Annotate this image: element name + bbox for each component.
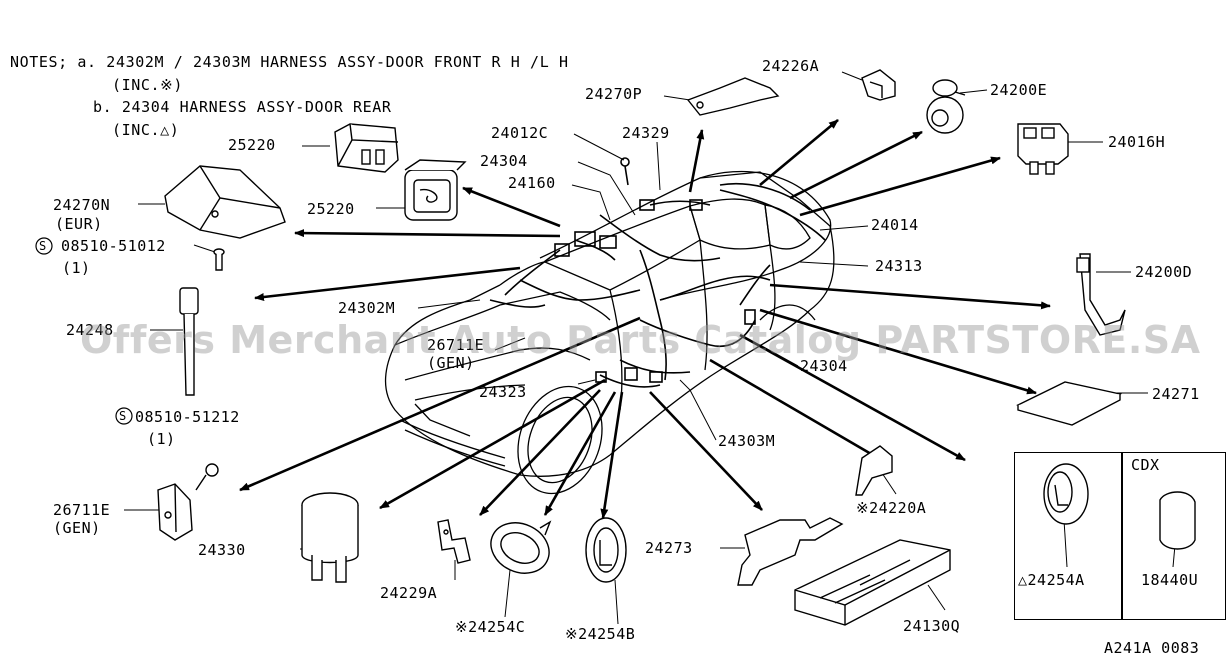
label-24012C: 24012C [491,124,549,142]
figure-code: A241A 0083 [1104,639,1200,657]
label-24313: 24313 [875,257,923,275]
pointer-arrows [239,119,1051,519]
note-line-a: NOTES; a. 24302M / 24303M HARNESS ASSY-D… [10,53,569,71]
label-24160: 24160 [508,174,556,192]
label-25220-bottom: 25220 [307,200,355,218]
note-line-a-inc: (INC.※) [112,76,183,94]
part-24254A-drawing [1043,463,1089,525]
cdx-inset-divider [1121,452,1123,620]
wiring-harness [489,157,826,388]
watermark: Offers Merchant Auto Parts Catalog PARTS… [80,318,1201,362]
part-24273-drawing [737,517,844,586]
label-26711E-car: 26711E [427,336,485,354]
label-24304-top: 24304 [480,152,528,170]
screw-08510-51212-drawing [195,463,219,491]
label-24329: 24329 [622,124,670,142]
part-24200E-drawing [926,79,966,134]
part-24016H-drawing [1017,123,1069,175]
part-24270P-drawing [686,77,780,116]
part-26711E-drawing [157,483,193,541]
label-24016H: 24016H [1108,133,1166,151]
label-24304-right: 24304 [800,357,848,375]
part-24254C-drawing [490,520,552,574]
part-24248-drawing [179,287,199,396]
label-24229A: 24229A [380,584,438,602]
leader-lines [124,71,1176,625]
part-24220A-drawing [855,445,893,496]
label-24323: 24323 [479,383,527,401]
part-24229A-drawing [437,519,471,564]
label-24270N: 24270N [53,196,111,214]
label-24254B: ※24254B [565,625,636,643]
label-24130Q: 24130Q [903,617,961,635]
label-24303M: 24303M [718,432,776,450]
component-sketches [157,69,1196,626]
label-24200E: 24200E [990,81,1048,99]
label-cdx: CDX [1131,456,1160,474]
label-26711E: 26711E [53,501,111,519]
label-08510-51212: 08510-51212 [135,408,240,426]
label-24254C: ※24254C [455,618,526,636]
part-25220-top-drawing [334,123,399,173]
label-24273: 24273 [645,539,693,557]
part-24330-drawing [301,492,359,583]
label-24226A: 24226A [762,57,820,75]
label-24330: 24330 [198,541,246,559]
part-24200D-drawing [1076,253,1126,336]
part-25220-bottom-drawing [404,159,467,221]
s-circle-2 [115,407,133,425]
part-24270N-drawing [164,165,286,239]
part-18440U-drawing [1159,491,1196,550]
label-24254A: △24254A [1018,571,1085,589]
part-24271-drawing [1016,381,1122,426]
label-24200D: 24200D [1135,263,1193,281]
label-25220-top: 25220 [228,136,276,154]
part-24254B-drawing [585,517,627,583]
label-eur: (EUR) [55,215,103,233]
screw-08510-51012-drawing [213,248,225,271]
label-gen: (GEN) [53,519,101,537]
label-24248: 24248 [66,321,114,339]
label-24014: 24014 [871,216,919,234]
part-24226A-drawing [861,69,896,101]
label-gen-car: (GEN) [427,354,475,372]
part-24130Q-drawing [794,539,951,626]
label-24220A: ※24220A [856,499,927,517]
label-24271: 24271 [1152,385,1200,403]
s-circle-1 [35,237,53,255]
note-line-b-inc: (INC.△) [112,121,180,139]
label-24270P: 24270P [585,85,643,103]
note-line-b: b. 24304 HARNESS ASSY-DOOR REAR [93,98,392,116]
label-24302M: 24302M [338,299,396,317]
s-symbol-1: S [39,239,47,253]
label-qty-1b: (1) [147,430,176,448]
label-18440U: 18440U [1141,571,1199,589]
cdx-inset-box [1014,452,1226,620]
s-symbol-2: S [119,409,127,423]
label-08510-51012: 08510-51012 [61,237,166,255]
label-qty-1a: (1) [62,259,91,277]
